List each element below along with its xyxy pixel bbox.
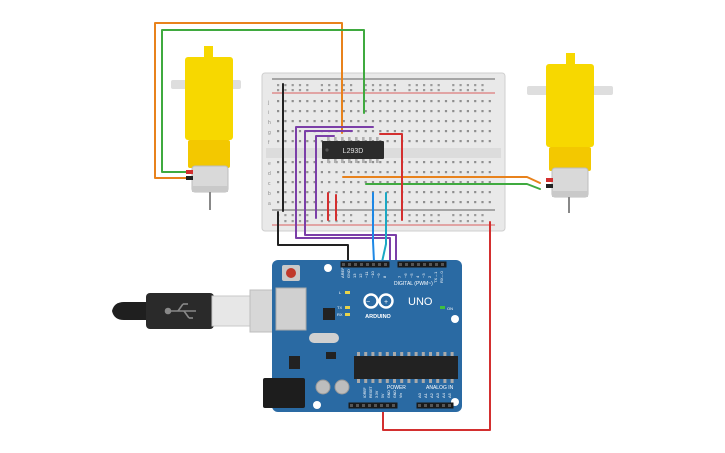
- pin-label-5v: 5V: [381, 393, 385, 398]
- model-label: UNO: [408, 296, 433, 308]
- pin-label-a1: A1: [423, 392, 428, 398]
- atmega-mcu-chip: [354, 352, 458, 383]
- row-label-h: h: [268, 120, 271, 126]
- wires: [154, 22, 541, 431]
- wire-purple-chip-3[interactable]: [315, 135, 335, 219]
- pin-label-a5: A5: [447, 392, 452, 398]
- wire-purple-chip-1[interactable]: [295, 126, 374, 233]
- usb-icon: [164, 303, 196, 319]
- pin-label-a2: A2: [429, 392, 434, 398]
- led-rx-label: RX: [337, 312, 343, 317]
- wire-teal-pin12[interactable]: [381, 229, 387, 263]
- pin-label-11: ~11: [364, 271, 369, 278]
- led-tx-label: TX: [337, 305, 342, 310]
- analog-pin-labels: A0 A1 A2 A3 A4 A5: [417, 392, 452, 398]
- digital-label: DIGITAL (PWM~): [394, 281, 433, 287]
- right-gear-motor[interactable]: [527, 53, 613, 213]
- row-label-i: i: [268, 110, 269, 116]
- row-label-a: a: [268, 201, 271, 207]
- pin-label-13: 13: [352, 273, 357, 278]
- wire-red-chip-top[interactable]: [379, 133, 403, 221]
- usb-cable[interactable]: [112, 289, 301, 333]
- pin-label-vin: Vin: [399, 393, 403, 398]
- pin-label-5: ~5: [409, 273, 414, 278]
- power-jack[interactable]: [263, 378, 305, 408]
- pin-label-gnd-2: GND: [393, 390, 397, 398]
- pin-label-gnd: GND: [346, 269, 351, 278]
- row-label-g: g: [268, 130, 271, 136]
- pin-label-0: RX←0: [439, 270, 444, 283]
- wire-purple-chip-2[interactable]: [304, 130, 353, 221]
- breadboard-holes: [277, 84, 491, 223]
- logo-plus-icon: +: [384, 299, 388, 306]
- pin-label-aref: AREF: [340, 267, 345, 278]
- row-label-b: b: [268, 191, 271, 197]
- pin-label-10: ~10: [370, 270, 375, 278]
- pin-label-a4: A4: [441, 392, 446, 398]
- arduino-logo-icon: [363, 293, 394, 309]
- wire-orange-right-motor[interactable]: [342, 176, 541, 184]
- pin-label-1: TX→1: [433, 271, 438, 283]
- wire-black-gnd[interactable]: [277, 211, 349, 263]
- digital-pin-labels: AREF GND 13 12 ~11 ~10 ~9 8 7 ~6 ~5 4 ~3…: [340, 267, 444, 283]
- wire-orange-left-motor[interactable]: [154, 22, 343, 179]
- pin-label-reset: RESET: [369, 385, 373, 398]
- pin-label-a3: A3: [435, 392, 440, 398]
- row-label-f: f: [268, 140, 270, 146]
- l293d-chip[interactable]: L293D: [322, 137, 384, 163]
- wire-green-right-motor[interactable]: [365, 183, 541, 190]
- row-label-e: e: [268, 161, 271, 167]
- pin-label-a0: A0: [417, 392, 422, 398]
- pin-label-4: 4: [415, 275, 420, 278]
- left-gear-motor[interactable]: [171, 46, 241, 210]
- brand-label: ARDUINO: [365, 314, 391, 320]
- pin-label-gnd-1: GND: [387, 390, 391, 398]
- pin-label-3v3: 3.3V: [375, 390, 379, 398]
- analog-label: ANALOG IN: [426, 385, 454, 391]
- pin-label-6: ~6: [403, 273, 408, 278]
- wire-green-left-motor[interactable]: [161, 29, 365, 173]
- chip-pins: [327, 137, 379, 163]
- wire-purple-pin10[interactable]: [304, 219, 397, 263]
- wire-red-5v[interactable]: [382, 221, 491, 431]
- pin-label-ioref: IOREF: [363, 387, 367, 398]
- power-pin-labels: IOREF RESET 3.3V 5V GND GND Vin: [363, 385, 403, 398]
- pin-label-7: 7: [397, 275, 402, 278]
- power-label: POWER: [387, 385, 406, 391]
- logo-minus-icon: −: [366, 299, 370, 306]
- pin-label-9: ~9: [376, 273, 381, 278]
- arduino-uno-board[interactable]: L TX RX ON − + UNO ARDUINO DIGITAL (PWM~…: [263, 260, 462, 412]
- led-l-label: L: [339, 290, 342, 295]
- pin-headers: [340, 261, 454, 409]
- row-label-c: c: [268, 181, 271, 187]
- wire-blue-pin11[interactable]: [372, 229, 375, 263]
- chip-label: L293D: [343, 148, 364, 155]
- pin-label-3: ~3: [421, 273, 426, 278]
- wire-purple-pin9[interactable]: [295, 231, 391, 263]
- on-led-label: ON: [447, 306, 453, 311]
- pin-label-12: 12: [358, 273, 363, 278]
- row-label-j: j: [267, 100, 269, 106]
- pin-label-8: 8: [382, 275, 387, 278]
- pin-label-2: 2: [427, 275, 432, 278]
- breadboard-row-labels: j i h g f e d c b a: [267, 100, 271, 207]
- row-label-d: d: [268, 171, 271, 177]
